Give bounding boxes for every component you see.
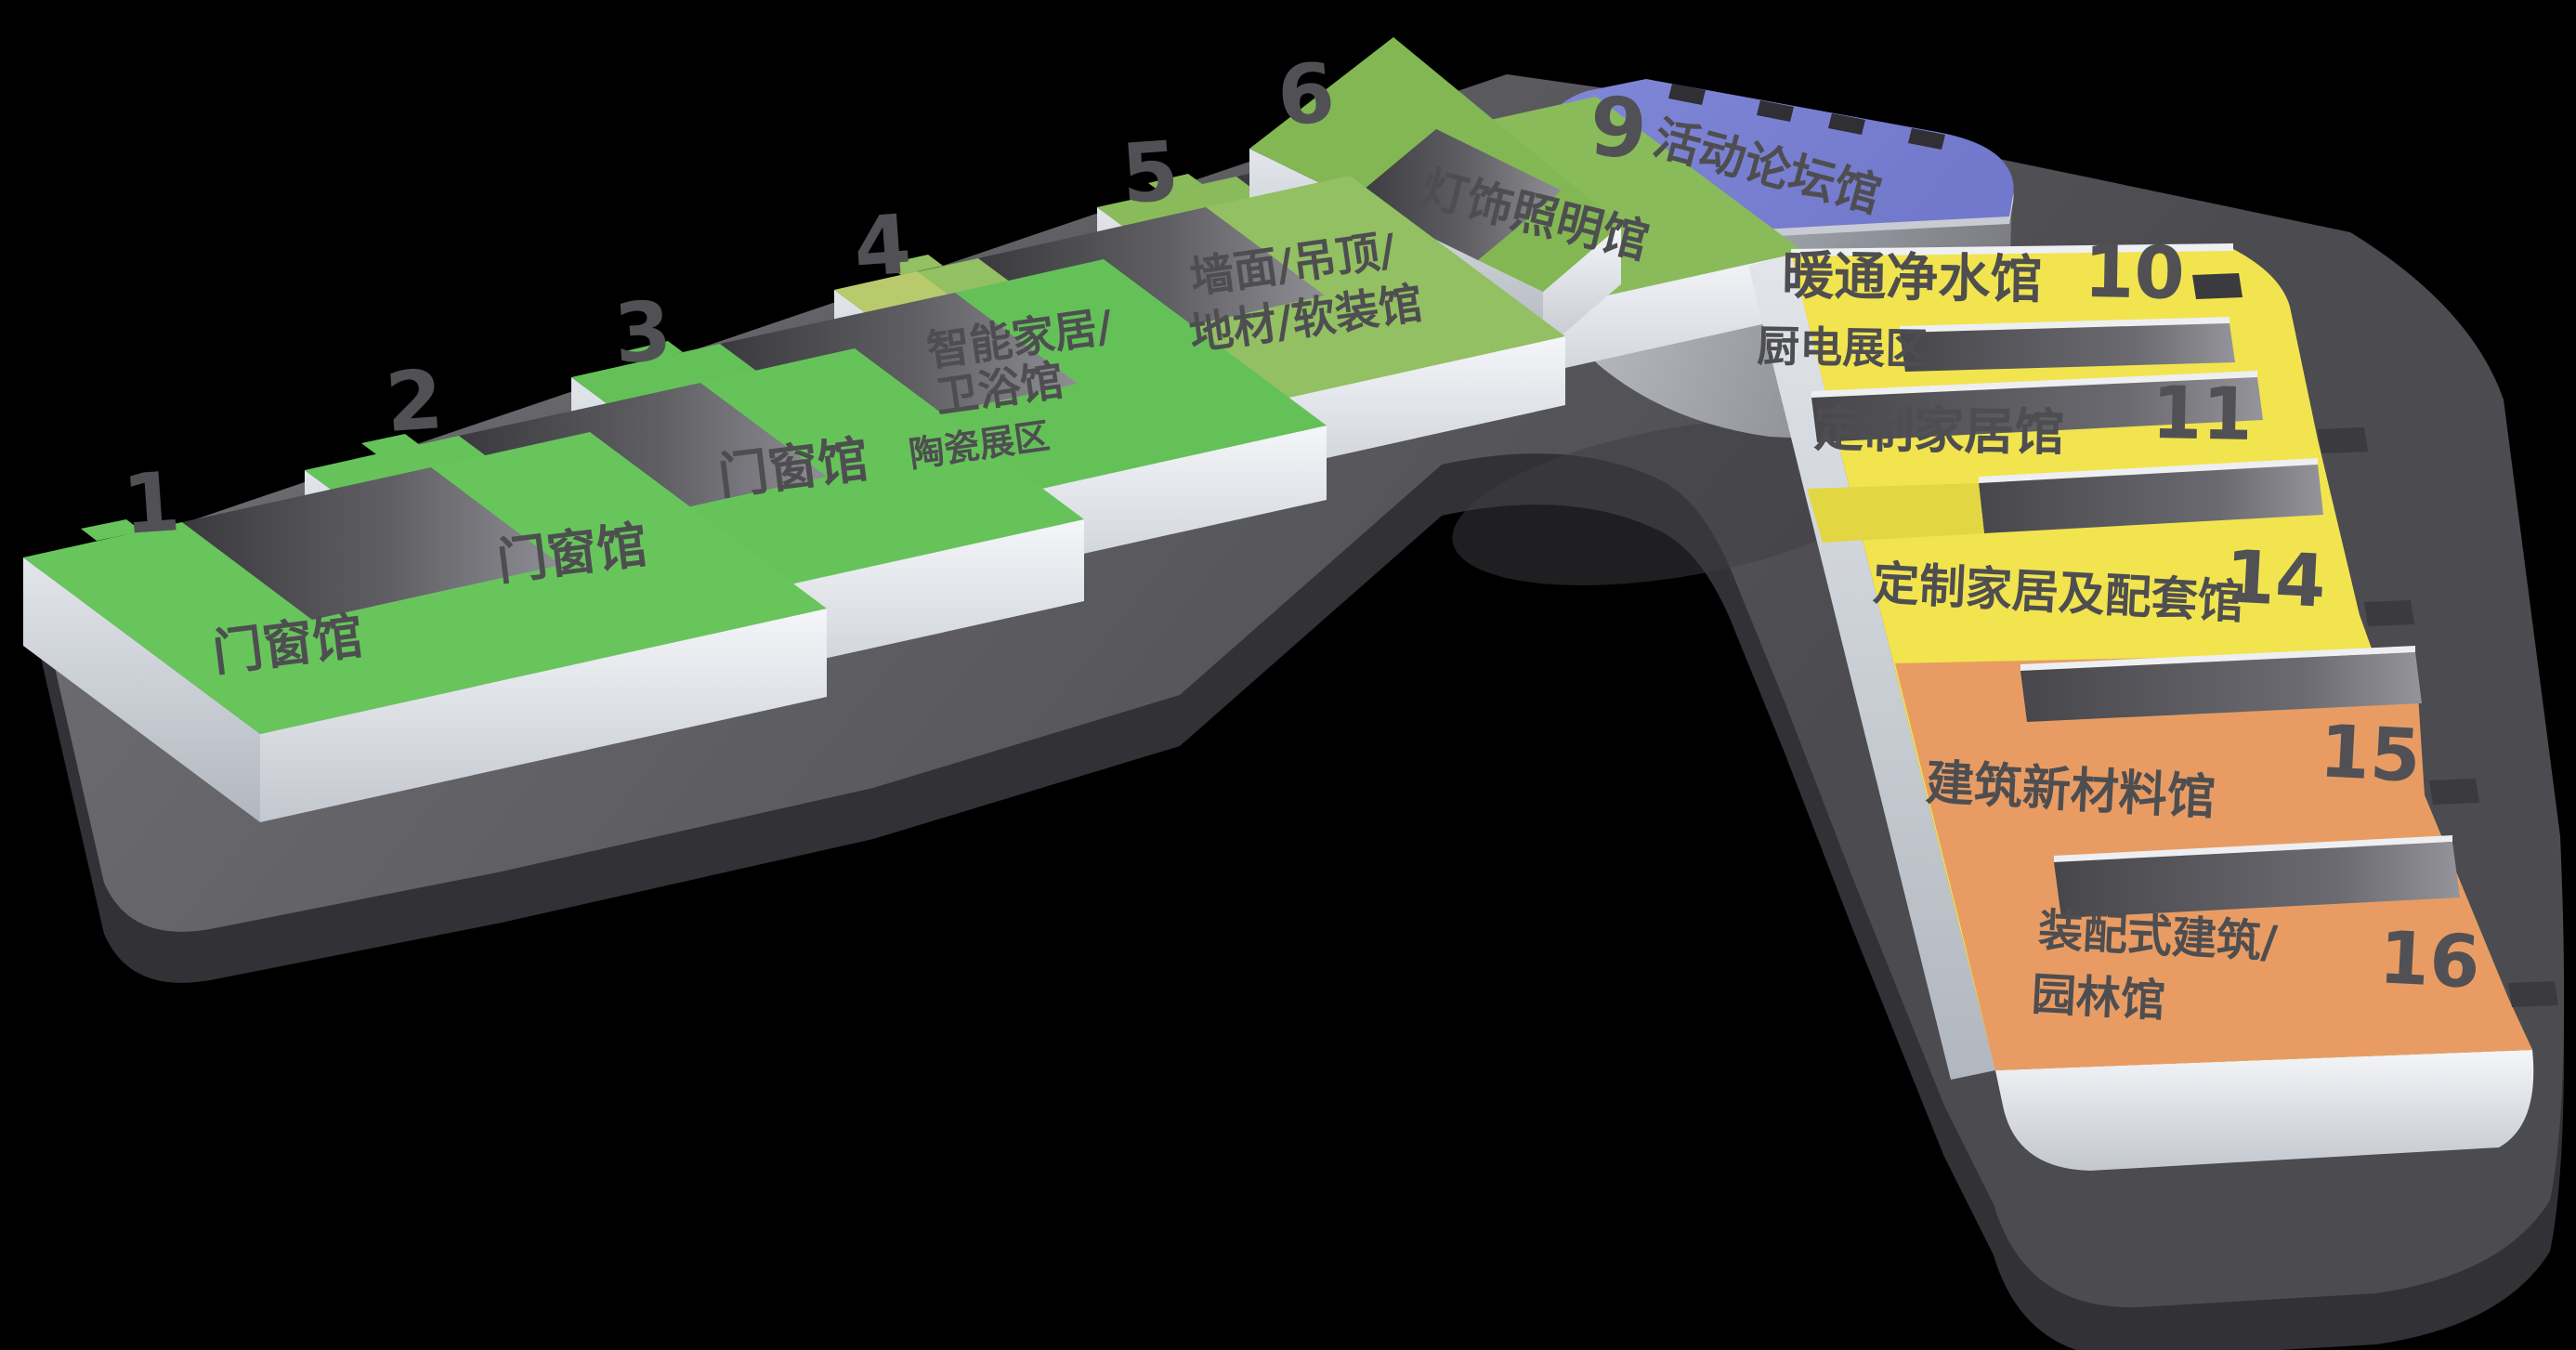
- hall-16-label-line2: 园林馆: [2030, 968, 2166, 1027]
- channel-14-15: [2020, 646, 2422, 722]
- hall-1-front-face: [260, 609, 827, 822]
- edge-notch-16: [2508, 981, 2558, 1007]
- hall-1-top: [23, 432, 827, 734]
- hall-1-number: 1: [120, 453, 183, 553]
- hall-14-number: 14: [2223, 535, 2328, 624]
- hall-6-number: 6: [1275, 45, 1338, 144]
- channel-15-16: [2054, 835, 2460, 918]
- hall-10-label: 暖通净水馆: [1782, 246, 2043, 311]
- hall-6-top: [1249, 37, 1621, 292]
- hall-5-tab: [1148, 174, 1202, 193]
- hall-9-edge-notch: [1668, 84, 1706, 105]
- elbow-shadow: [1452, 418, 1911, 585]
- hall-9-edge-notch: [1828, 113, 1865, 135]
- edge-notch-10: [2192, 273, 2243, 299]
- channel-10-kitchen: [1900, 317, 2235, 372]
- right-arm-bottom-wall: [1995, 1050, 2534, 1171]
- hall-16-number: 16: [2377, 916, 2482, 1005]
- hall-3-number: 3: [611, 282, 674, 382]
- hall-1-left-face: [23, 557, 260, 822]
- channel-10-11: [1811, 371, 2263, 442]
- hall-6-front-face: [1543, 225, 1621, 351]
- hall-10-subzone-label: 厨电展区: [1757, 321, 1929, 374]
- hall-1-tab: [81, 519, 142, 541]
- hall-11-number: 11: [2151, 372, 2253, 457]
- right-arm-block: [1748, 243, 2558, 1171]
- hall-9-number: 9: [1587, 78, 1650, 177]
- hall-4-number: 4: [851, 196, 914, 295]
- hall-6-notch: [1353, 129, 1562, 260]
- spine-yellow-wedge: [1807, 483, 1984, 543]
- edge-notch-15: [2429, 779, 2479, 805]
- hall-2-number: 2: [383, 351, 446, 451]
- hall-1[interactable]: [23, 432, 827, 822]
- hall-5-number: 5: [1118, 123, 1182, 222]
- edge-notch-14: [2364, 600, 2414, 626]
- hall-1-notch: [182, 467, 561, 620]
- hall-16-label-line1: 装配式建筑/: [2037, 904, 2280, 968]
- channel-11-14: [1807, 458, 2323, 543]
- hall-6-tab: [1278, 130, 1324, 165]
- hall-10-number: 10: [2083, 230, 2185, 316]
- hall-2-tab: [361, 434, 420, 454]
- right-arm-spine-wall: [1748, 255, 1995, 1080]
- hall-9-edge-notch: [1908, 128, 1945, 150]
- hall-9-edge-notch: [1757, 100, 1794, 122]
- right-arm-top-rim: [1791, 243, 2233, 256]
- hall-4-tab: [886, 255, 943, 275]
- edge-notch-11: [2318, 427, 2368, 453]
- hall-11-label: 定制家居馆: [1813, 400, 2065, 463]
- hall-15-number: 15: [2318, 710, 2423, 799]
- hall-3-tab: [625, 341, 683, 362]
